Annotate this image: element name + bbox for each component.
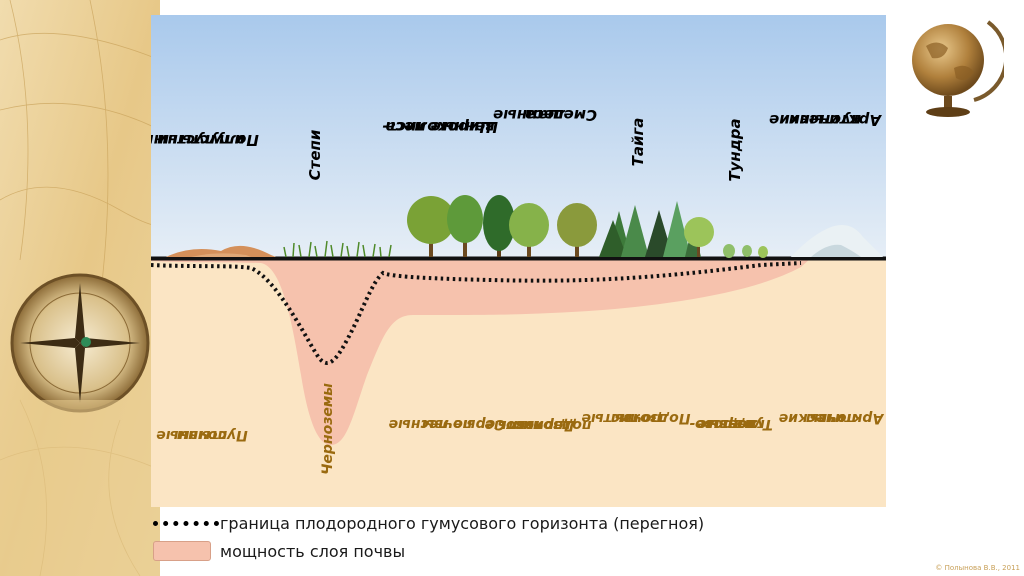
humus-boundary-line (151, 261, 802, 366)
credit-text: © Полынова В.В., 2011 (935, 564, 1020, 572)
decorative-map-panel (0, 0, 160, 576)
broadleaf-trees (407, 195, 549, 257)
legend-humus-boundary-text: граница плодородного гумусового горизонт… (220, 513, 705, 533)
soil-thickness-layer (151, 258, 811, 445)
legend-dotted-swatch (151, 513, 226, 533)
arctic-ice (791, 224, 883, 257)
legend-fill-swatch (151, 541, 226, 561)
legend-soil-thickness-text: мощность слоя почвы (220, 541, 406, 561)
steppe-grass (283, 240, 392, 258)
legend-humus-boundary: граница плодородного гумусового горизонт… (151, 510, 704, 536)
legend-soil-thickness: мощность слоя почвы (151, 538, 405, 564)
tundra-shrubs (684, 217, 768, 258)
desert-dunes (166, 245, 276, 257)
globe-icon (904, 12, 1009, 120)
